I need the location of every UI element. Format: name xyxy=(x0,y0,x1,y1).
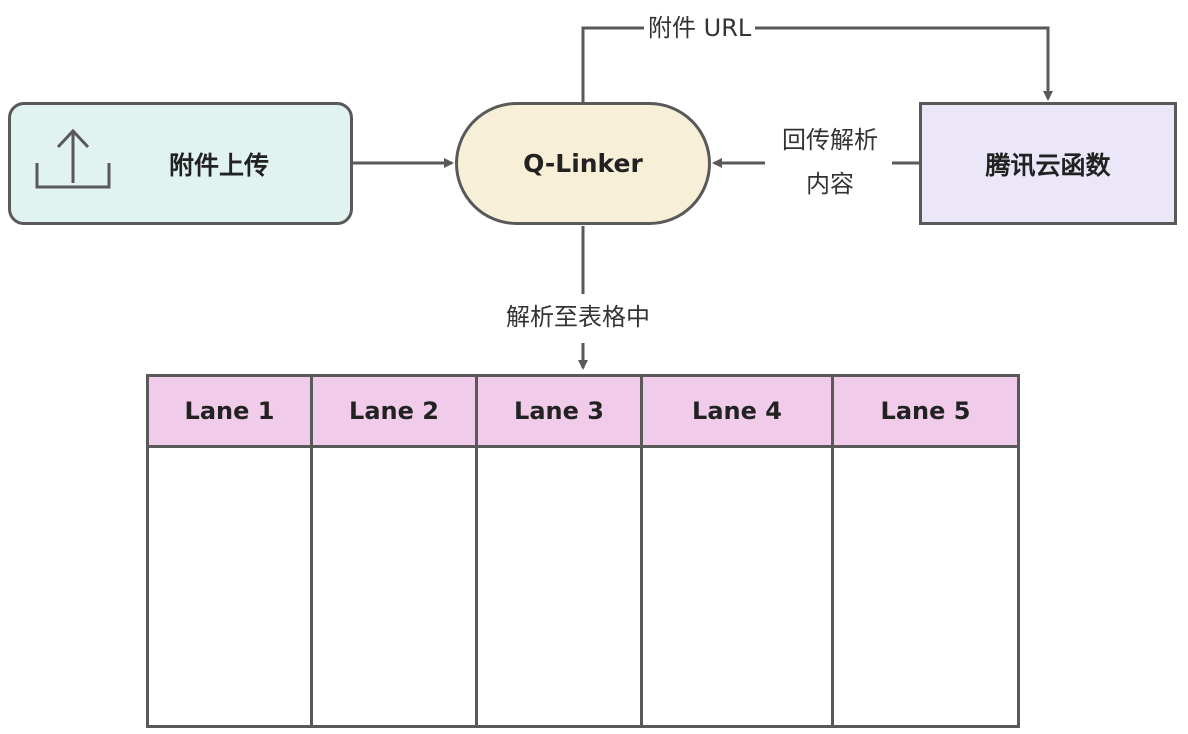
qlinker-node-label: Q-Linker xyxy=(523,149,643,178)
swimlane-table: Lane 1 Lane 2 Lane 3 Lane 4 Lane 5 xyxy=(146,374,1020,728)
lane-4-header: Lane 4 xyxy=(643,377,831,448)
return-label-line1: 回传解析 xyxy=(782,126,878,154)
qlinker-node: Q-Linker xyxy=(455,102,711,225)
lane-3-body xyxy=(478,448,640,725)
lane-1: Lane 1 xyxy=(149,377,313,725)
lane-1-body xyxy=(149,448,310,725)
return-label-line2: 内容 xyxy=(806,170,854,198)
attachment-url-label: 附件 URL xyxy=(644,14,756,42)
upload-icon xyxy=(35,128,111,189)
lane-4-body xyxy=(643,448,831,725)
lane-2-header: Lane 2 xyxy=(313,377,475,448)
lane-5-body xyxy=(834,448,1017,725)
parse-to-table-label: 解析至表格中 xyxy=(504,303,652,331)
lane-3-header: Lane 3 xyxy=(478,377,640,448)
return-content-label: 回传解析 内容 xyxy=(768,118,892,206)
lane-2-body xyxy=(313,448,475,725)
tencent-cloud-function-node: 腾讯云函数 xyxy=(919,102,1177,225)
tencent-node-label: 腾讯云函数 xyxy=(985,150,1111,180)
lane-5: Lane 5 xyxy=(834,377,1017,725)
lane-5-header: Lane 5 xyxy=(834,377,1017,448)
upload-node-label: 附件上传 xyxy=(169,150,270,180)
lane-4: Lane 4 xyxy=(643,377,834,725)
upload-node: 附件上传 xyxy=(8,102,353,225)
lane-3: Lane 3 xyxy=(478,377,643,725)
lane-2: Lane 2 xyxy=(313,377,478,725)
lane-1-header: Lane 1 xyxy=(149,377,310,448)
